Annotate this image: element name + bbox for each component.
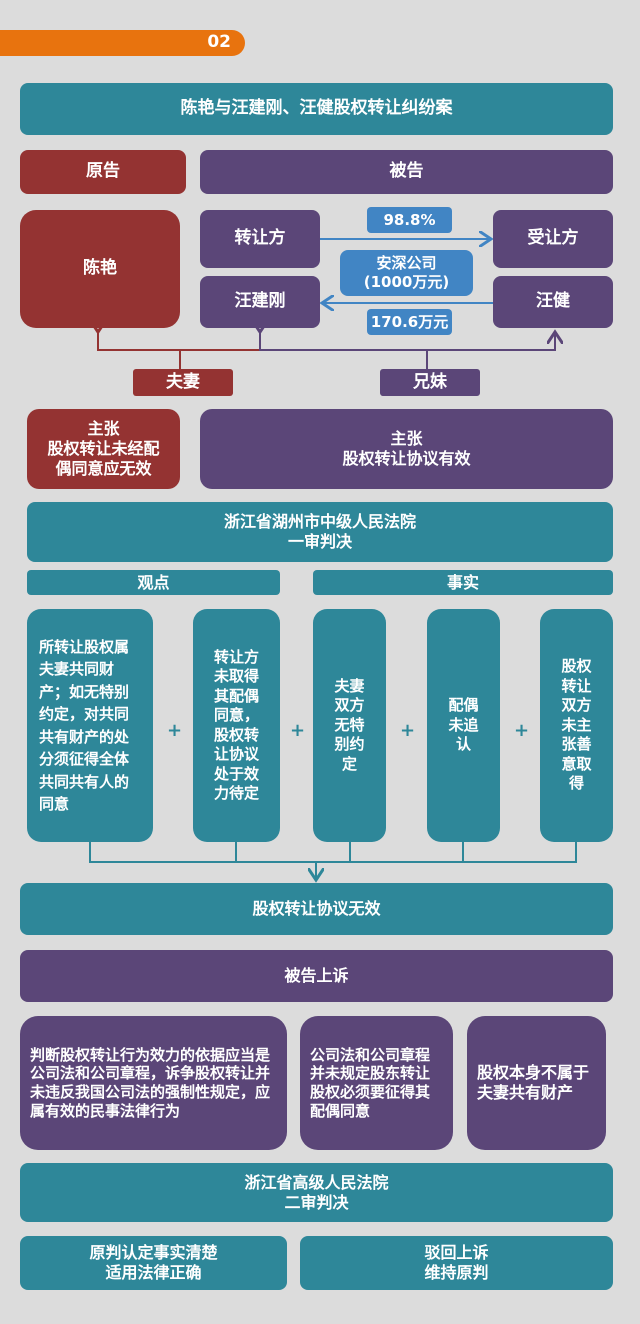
viewpoint-header: 观点 xyxy=(27,570,280,595)
share-percent-label: 98.8% xyxy=(367,207,452,233)
viewpoint-box: 转让方 未取得 其配偶 同意， 股权转 让协议 处于效 力待定 xyxy=(193,609,280,842)
transferee-role: 受让方 xyxy=(493,210,613,268)
plaintiff-claim: 主张 股权转让未经配 偶同意应无效 xyxy=(27,409,180,489)
defendant-header: 被告 xyxy=(200,150,613,194)
case-title: 陈艳与汪建刚、汪健股权转让纠纷案 xyxy=(20,83,613,135)
transferee-name: 汪健 xyxy=(493,276,613,328)
first-instance-result: 股权转让协议无效 xyxy=(20,883,613,935)
plaintiff-header: 原告 xyxy=(20,150,186,194)
defendant-claim: 主张 股权转让协议有效 xyxy=(200,409,613,489)
relation-siblings: 兄妹 xyxy=(380,369,480,396)
plus-sign: + xyxy=(167,720,183,741)
second-instance-finding: 原判认定事实清楚 适用法律正确 xyxy=(20,1236,287,1290)
section-number-tab: 02 xyxy=(0,30,245,56)
appeal-point: 股权本身不属于夫妻共有财产 xyxy=(467,1016,606,1150)
fact-header: 事实 xyxy=(313,570,613,595)
company-label: 安深公司 (1000万元) xyxy=(340,250,473,296)
plus-sign: + xyxy=(290,720,306,741)
appeal-header: 被告上诉 xyxy=(20,950,613,1002)
siblings-connector xyxy=(260,332,555,351)
appeal-point: 判断股权转让行为效力的依据应当是公司法和公司章程，诉争股权转让并未违反我国公司法… xyxy=(20,1016,287,1150)
price-label: 170.6万元 xyxy=(367,309,452,335)
transferor-role: 转让方 xyxy=(200,210,320,268)
fact-box: 配偶 未追 认 xyxy=(427,609,500,842)
couple-connector xyxy=(98,332,260,351)
second-instance-ruling: 驳回上诉 维持原判 xyxy=(300,1236,613,1290)
transferor-name: 汪建刚 xyxy=(200,276,320,328)
appeal-point: 公司法和公司章程并未规定股东转让股权必须要征得其配偶同意 xyxy=(300,1016,453,1150)
reasoning-connector xyxy=(89,842,577,863)
first-instance-court: 浙江省湖州市中级人民法院 一审判决 xyxy=(27,502,613,562)
plaintiff-box: 陈艳 xyxy=(20,210,180,328)
second-instance-court: 浙江省高级人民法院 二审判决 xyxy=(20,1163,613,1222)
fact-box: 夫妻 双方 无特 别约 定 xyxy=(313,609,386,842)
relation-couple: 夫妻 xyxy=(133,369,233,396)
plus-sign: + xyxy=(400,720,416,741)
fact-box: 股权 转让 双方 未主 张善 意取 得 xyxy=(540,609,613,842)
plus-sign: + xyxy=(514,720,530,741)
viewpoint-box: 所转让股权属夫妻共同财产；如无特别约定，对共同共有财产的处分须征得全体共同共有人… xyxy=(27,609,153,842)
